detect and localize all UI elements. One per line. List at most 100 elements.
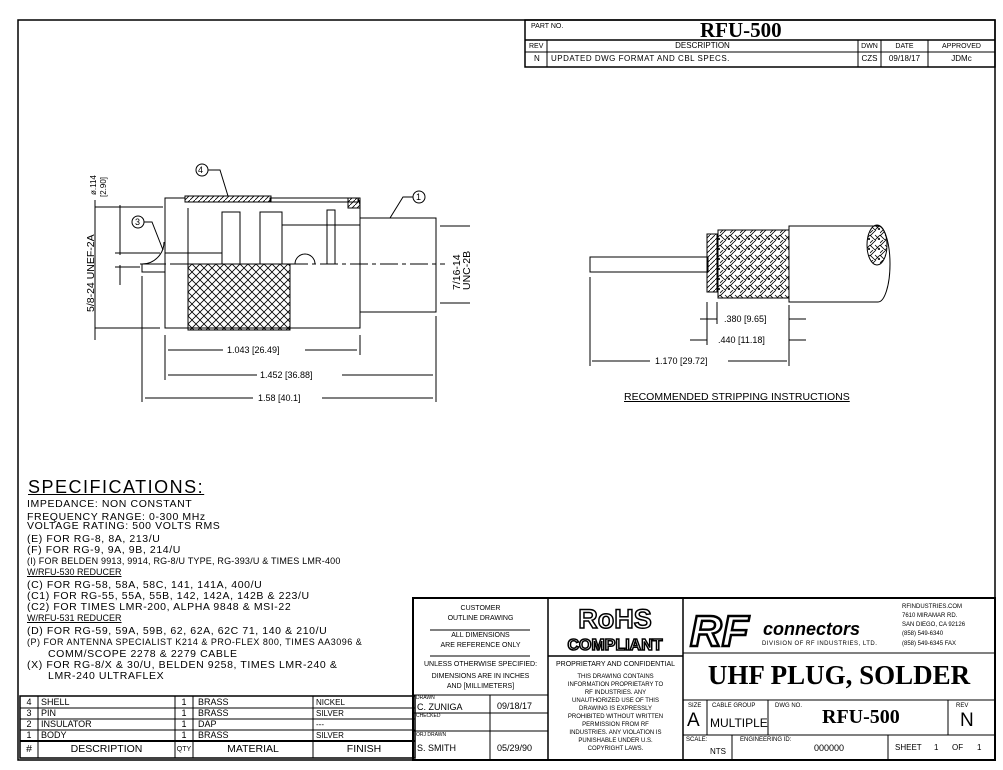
unless-specified-label: UNLESS OTHERWISE SPECIFIED: — [423, 661, 538, 668]
bom-header-material: MATERIAL — [227, 743, 279, 755]
notice-line: COPYRIGHT LAWS. — [587, 746, 644, 752]
bom-header-num: # — [26, 743, 32, 755]
scale-value: NTS — [710, 747, 726, 756]
rev-header: REV — [529, 43, 544, 50]
spec-line: (D) FOR RG-59, 59A, 59B, 62, 62A, 62C 71… — [27, 625, 328, 637]
all-dimensions-label: ALL DIMENSIONS — [451, 632, 510, 639]
date-header: DATE — [895, 43, 914, 50]
spec-reducer-heading: W/RFU-531 REDUCER — [27, 613, 122, 623]
diameter-dim-mm: [2.90] — [99, 176, 108, 197]
scale-label: SCALE: — [686, 737, 708, 743]
spec-reducer-heading: W/RFU-530 REDUCER — [27, 567, 122, 577]
orig-drawn-date: 05/29/90 — [497, 743, 533, 753]
spec-line: (C2) FOR TIMES LMR-200, ALPHA 9848 & MSI… — [27, 601, 292, 613]
spec-line: LMR-240 ULTRAFLEX — [48, 670, 165, 682]
thread-left-dim: 5/8-24 UNEF-2A — [85, 234, 97, 312]
notice-line: THIS DRAWING CONTAINS — [577, 674, 654, 680]
bom-header-finish: FINISH — [346, 743, 382, 755]
spec-line: (E) FOR RG-8, 8A, 213/U — [27, 533, 161, 545]
notice-line: DRAWING IS EXPRESSLY — [578, 706, 653, 712]
notice-line: INFORMATION PROPRIETARY TO — [567, 682, 664, 688]
description-header: DESCRIPTION — [675, 41, 730, 50]
bom-header-description: DESCRIPTION — [70, 743, 143, 755]
bom-qty: 1 — [181, 719, 187, 729]
spec-line: IMPEDANCE: NON CONSTANT — [27, 498, 193, 510]
contact-phone: (858) 549-6340 — [902, 631, 944, 637]
dwn-header: DWN — [861, 43, 878, 50]
rev-description: UPDATED DWG FORMAT AND CBL SPECS. — [551, 54, 730, 63]
spec-line: (P) FOR ANTENNA SPECIALIST K214 & PRO-FL… — [27, 637, 363, 647]
bom-description: SHELL — [41, 697, 70, 707]
sheet-label: SHEET — [895, 743, 922, 752]
spec-line: (I) FOR BELDEN 9913, 9914, RG-8/U TYPE, … — [27, 556, 341, 566]
eng-id-value: 000000 — [814, 743, 845, 753]
cable-group-label: CABLE GROUP — [712, 703, 756, 709]
customer-label: CUSTOMER — [460, 605, 501, 612]
length-dim-2: 1.452 [36.88] — [260, 370, 313, 380]
bom-finish: SILVER — [316, 731, 344, 740]
strip-dim-3: 1.170 [29.72] — [655, 356, 708, 366]
eng-id-label: ENGINEERING ID: — [740, 737, 792, 743]
diameter-dim: ø.114 — [89, 175, 98, 195]
callout-1: 1 — [416, 192, 422, 202]
bom-material: BRASS — [198, 697, 229, 707]
rf-connectors-logo: RF connectors — [689, 606, 860, 658]
size-label: SIZE — [688, 703, 702, 709]
logo-connectors-text: connectors — [763, 619, 860, 639]
millimeters-label: AND [MILLIMETERS] — [446, 683, 515, 690]
stripping-view-drawing — [589, 224, 891, 366]
inches-label: DIMENSIONS ARE IN INCHES — [431, 673, 530, 680]
rev-approved: JDMc — [951, 54, 972, 63]
orig-drawn-by: S. SMITH — [417, 743, 457, 753]
bom-description: INSULATOR — [41, 719, 92, 729]
bom-material: DAP — [198, 719, 217, 729]
bom-qty: 1 — [181, 697, 187, 707]
sheet-number: 1 — [934, 743, 939, 752]
bom-num: 3 — [26, 708, 32, 718]
bom-material: BRASS — [198, 708, 229, 718]
bom-finish: SILVER — [316, 709, 344, 718]
notice-line: PERMISSION FROM RF — [582, 722, 649, 728]
bom-material: BRASS — [198, 730, 229, 740]
size-value: A — [687, 710, 700, 731]
bom-num: 4 — [26, 697, 32, 707]
bom-num: 2 — [26, 719, 32, 729]
strip-dim-1: .380 [9.65] — [724, 314, 767, 324]
compliant-text: COMPLIANT — [567, 637, 662, 654]
stripping-title: RECOMMENDED STRIPPING INSTRUCTIONS — [624, 391, 850, 403]
spec-line: FREQUENCY RANGE: 0-300 MHz — [27, 511, 206, 523]
checked-label: CHECKED — [416, 713, 441, 719]
contact-city: SAN DIEGO, CA 92126 — [902, 622, 966, 628]
sheet-border — [17, 19, 996, 761]
contact-fax: (858) 549-6345 FAX — [902, 641, 957, 647]
contact-address: 7610 MIRAMAR RD. — [902, 613, 958, 619]
dwg-no-value: RFU-500 — [822, 706, 900, 728]
spec-line: VOLTAGE RATING: 500 VOLTS RMS — [27, 520, 221, 532]
spec-line: (X) FOR RG-8/X & 30/U, BELDEN 9258, TIME… — [27, 659, 338, 671]
callout-4: 4 — [198, 165, 204, 175]
strip-dim-2: .440 [11.18] — [718, 335, 765, 345]
assembly-view-drawing — [94, 163, 470, 402]
bom-description: PIN — [41, 708, 57, 718]
dwg-no-label: DWG NO. — [775, 703, 802, 709]
part-number: RFU-500 — [700, 18, 782, 42]
notice-line: RF INDUSTRIES. ANY — [584, 690, 647, 696]
logo-division-text: DIVISION OF RF INDUSTRIES, LTD. — [762, 641, 878, 647]
rohs-logo: RoHS COMPLIANT — [567, 603, 664, 655]
notice-line: PROHIBITED WITHOUT WRITTEN — [567, 714, 664, 720]
of-label: OF — [952, 743, 964, 752]
bom-finish: --- — [316, 720, 324, 729]
drawing-title: UHF PLUG, SOLDER — [707, 660, 971, 690]
notice-line: PUNISHABLE UNDER U.S. — [578, 738, 653, 744]
drawn-by: C. ZUNIGA — [417, 702, 463, 712]
thread-right-dim: 7/16-14 UNC-2B — [451, 250, 473, 290]
spec-line: (C1) FOR RG-55, 55A, 55B, 142, 142A, 142… — [27, 590, 310, 602]
callout-3: 3 — [135, 217, 141, 227]
length-dim-1: 1.043 [26.49] — [227, 345, 280, 355]
outline-drawing-label: OUTLINE DRAWING — [447, 615, 514, 622]
svg-text:RF: RF — [690, 607, 750, 656]
spec-line: (F) FOR RG-9, 9A, 9B, 214/U — [27, 544, 181, 556]
drawn-date: 09/18/17 — [497, 701, 533, 711]
